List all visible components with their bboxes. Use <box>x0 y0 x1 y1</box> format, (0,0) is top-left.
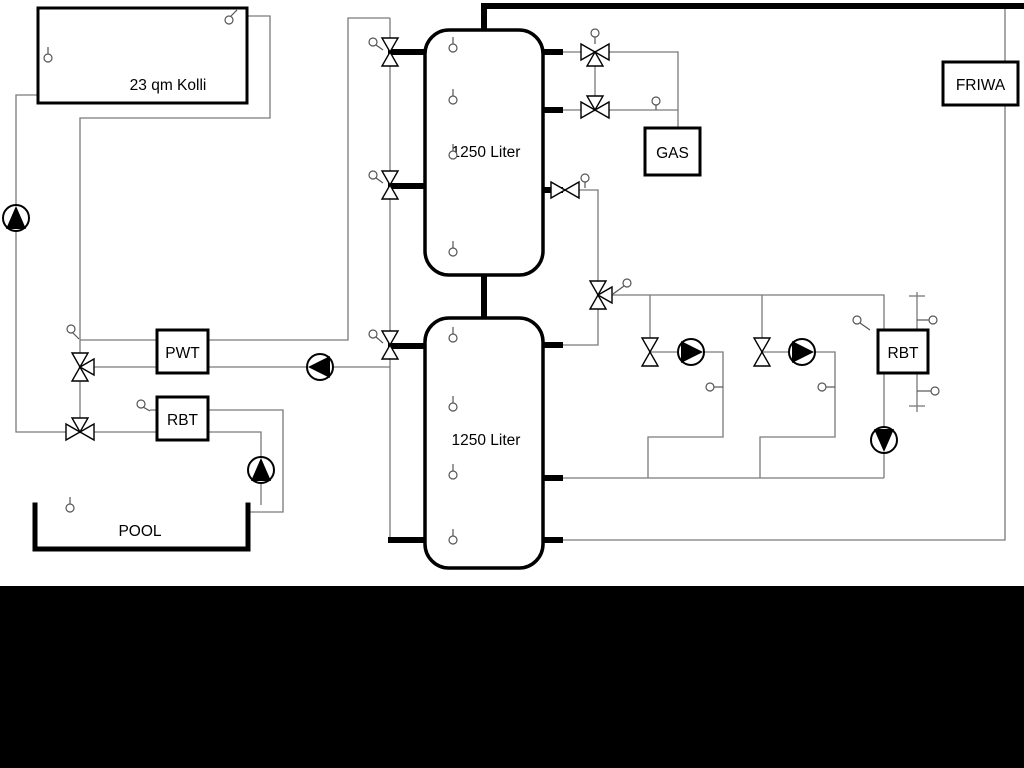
heating-valve-1-icon <box>640 337 660 367</box>
temp-sensor <box>66 324 80 340</box>
rbt-right: RBT <box>876 328 930 375</box>
pwt-heat-exchanger: PWT <box>155 328 210 375</box>
temp-sensor <box>448 89 458 105</box>
temp-sensor <box>817 382 835 392</box>
friwa-station: FRIWA <box>941 60 1020 107</box>
pool-label: POOL <box>118 523 161 540</box>
rbt-left: RBT <box>155 395 210 442</box>
rbt-right-label: RBT <box>888 345 920 362</box>
temp-sensor <box>136 399 151 412</box>
temp-sensor <box>368 37 384 51</box>
temp-sensor <box>448 464 458 480</box>
temperature-sensors <box>43 9 940 545</box>
pwt-label: PWT <box>165 345 200 362</box>
temp-sensor <box>368 329 384 344</box>
temp-sensor <box>448 37 458 53</box>
temp-sensor <box>580 173 590 188</box>
boiler-valve-top-icon <box>580 42 610 67</box>
charge-valve-top-icon <box>380 37 400 67</box>
temp-sensor <box>612 278 632 295</box>
temp-sensor <box>368 170 384 184</box>
solar-collector: 23 qm Kolli <box>36 6 249 105</box>
pool-pump-icon <box>247 456 275 484</box>
pool-diverter-valve-icon <box>65 417 95 442</box>
temp-sensor <box>448 144 458 160</box>
tank-bottom-label: 1250 Liter <box>452 432 521 449</box>
gas-label: GAS <box>656 145 689 162</box>
temp-sensor <box>65 497 75 513</box>
temp-sensor <box>224 9 238 25</box>
tank-top-label: 1250 Liter <box>452 144 521 161</box>
temp-sensor <box>917 386 940 396</box>
buffer-tank-bottom: 1250 Liter <box>423 316 545 570</box>
valves <box>65 37 772 442</box>
temp-sensor <box>917 315 938 325</box>
temp-sensor <box>705 382 723 392</box>
temp-sensor <box>590 28 600 44</box>
tank-outlet-valve-icon <box>550 180 580 200</box>
charge-pump-icon <box>306 353 334 381</box>
temp-sensor <box>43 47 53 63</box>
heating-pump-2-icon <box>788 338 816 366</box>
temp-sensor <box>852 315 871 331</box>
charge-valve-mid-icon <box>380 170 400 200</box>
temp-sensor <box>651 96 661 110</box>
solar-diverter-valve-icon <box>70 352 95 382</box>
buffer-tank-top: 1250 Liter <box>423 28 545 277</box>
friwa-label: FRIWA <box>956 77 1006 94</box>
circulation-pump-icon <box>870 426 898 454</box>
pumps <box>2 204 898 484</box>
mixing-valve-icon <box>588 280 613 310</box>
boiler-valve-bottom-icon <box>580 95 610 120</box>
heating-valve-2-icon <box>752 337 772 367</box>
temp-sensor <box>448 327 458 343</box>
bottom-black-band <box>0 586 1024 768</box>
gas-boiler: GAS <box>643 126 702 177</box>
pool: POOL <box>32 502 251 552</box>
temp-sensor <box>448 396 458 412</box>
temp-sensor <box>448 529 458 545</box>
solar-pump-icon <box>2 204 30 232</box>
rbt-left-label: RBT <box>167 412 199 429</box>
heating-pump-1-icon <box>677 338 705 366</box>
temp-sensor <box>448 241 458 257</box>
collector-label: 23 qm Kolli <box>130 77 207 94</box>
charge-valve-bottom-icon <box>380 330 400 360</box>
